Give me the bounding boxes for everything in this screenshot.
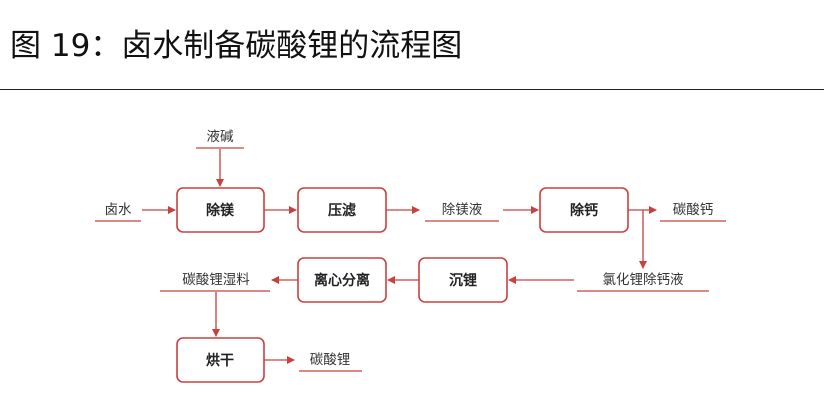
box-remove-magnesium-label: 除镁 — [206, 202, 235, 219]
label-brine: 卤水 — [105, 202, 132, 218]
box-press-filter: 压滤 — [297, 187, 387, 233]
label-demagnesium-liquid: 除镁液 — [442, 202, 483, 218]
label-lithium-chloride-decalcium-liquid: 氯化锂除钙液 — [603, 272, 684, 288]
box-remove-magnesium: 除镁 — [176, 187, 265, 233]
title-divider — [0, 89, 824, 90]
label-calcium-carbonate: 碳酸钙 — [673, 202, 714, 218]
label-lithium-carbonate: 碳酸锂 — [310, 352, 351, 368]
figure-title: 图 19：卤水制备碳酸锂的流程图 — [10, 28, 463, 64]
box-centrifugal-separation-label: 离心分离 — [314, 272, 370, 289]
label-lithium-carbonate-wet-material: 碳酸锂湿料 — [182, 272, 250, 288]
box-remove-calcium-label: 除钙 — [570, 202, 598, 219]
label-lye: 液碱 — [207, 129, 234, 145]
box-drying: 烘干 — [176, 337, 265, 383]
box-remove-calcium: 除钙 — [539, 187, 629, 233]
box-centrifugal-separation: 离心分离 — [297, 257, 387, 303]
box-press-filter-label: 压滤 — [328, 202, 356, 219]
box-drying-label: 烘干 — [206, 352, 234, 369]
box-lithium-precipitation: 沉锂 — [418, 257, 508, 303]
box-lithium-precipitation-label: 沉锂 — [449, 272, 477, 289]
